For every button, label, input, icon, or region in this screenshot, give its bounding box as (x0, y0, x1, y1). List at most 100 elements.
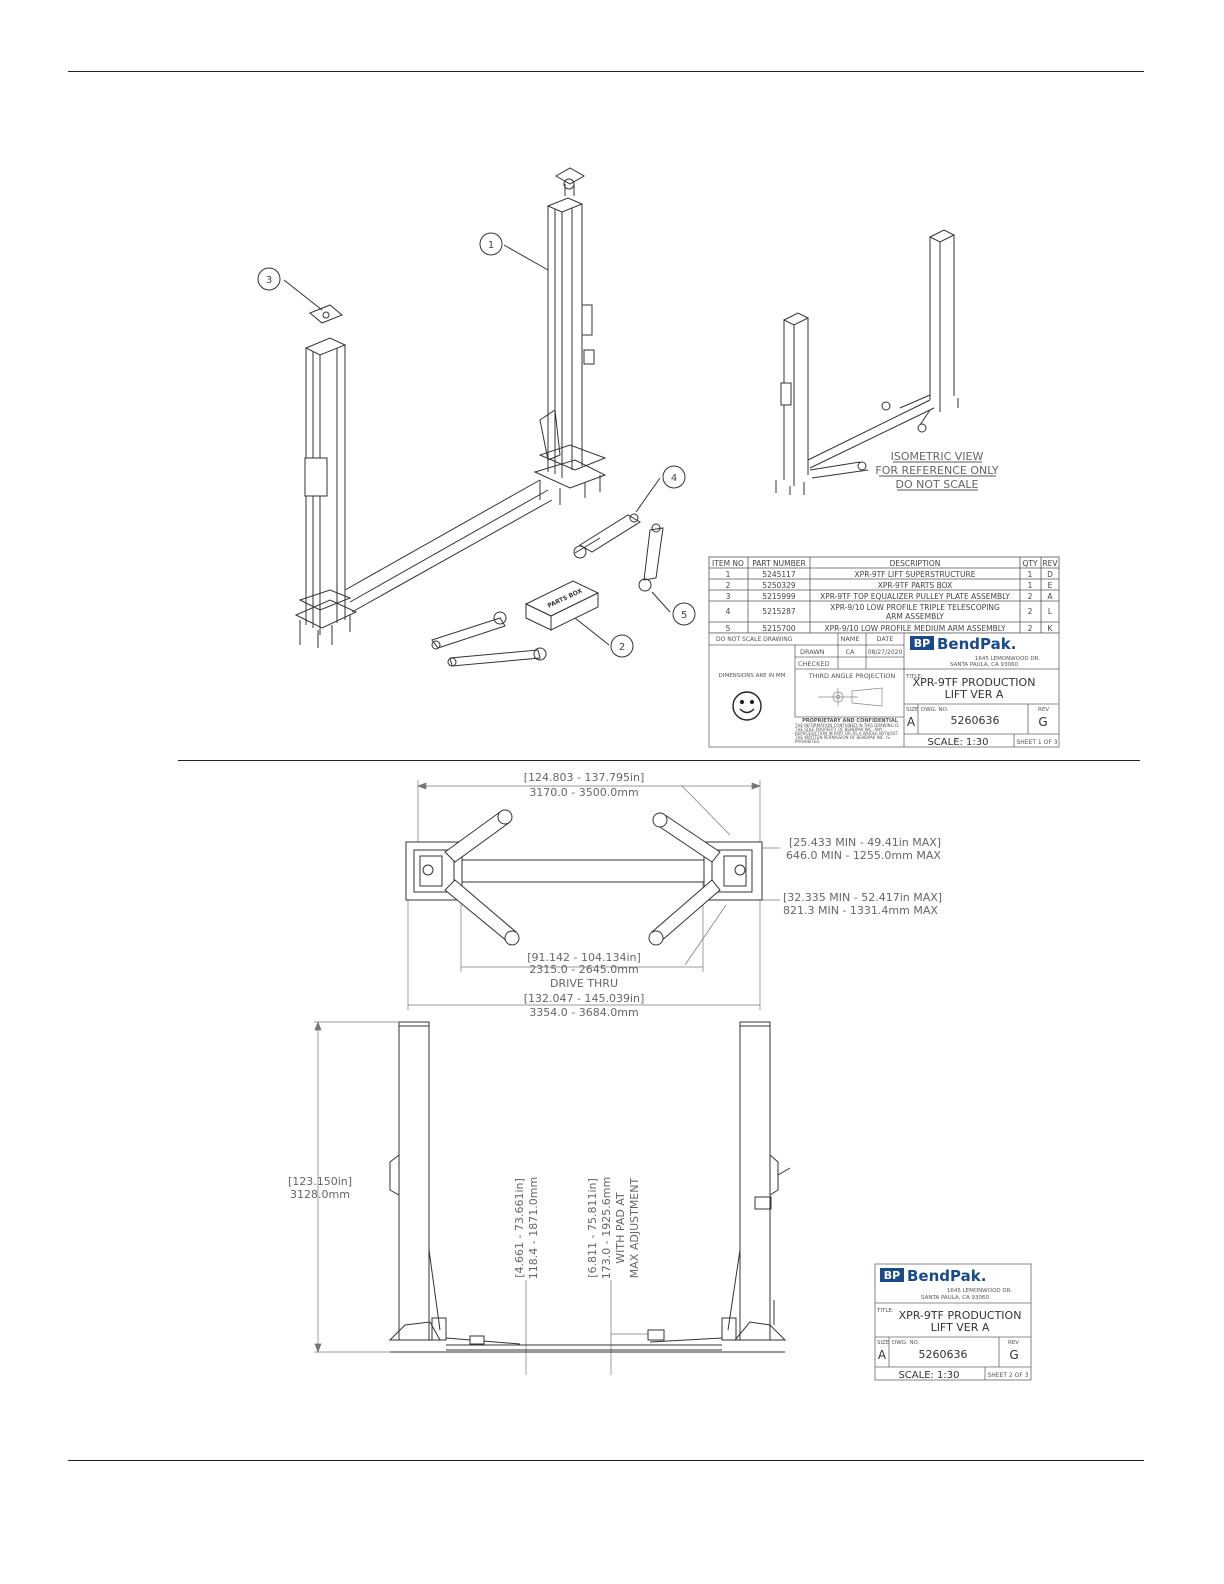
dim-pad-low-in: [4.661 - 73.661in] (513, 1178, 526, 1278)
balloon-1 (479, 232, 503, 256)
scale-value: SCALE: 1:30 (927, 737, 988, 748)
dwg-number-sheet2: 5260636 (919, 1348, 968, 1361)
checked-label: CHECKED (798, 660, 829, 668)
proprietary-line: THE SOLE PROPERTY OF BENDPAK INC. ANY (794, 727, 883, 732)
title-block-sheet2 (874, 1263, 1032, 1381)
balloon-4 (662, 465, 686, 489)
logo-badge-2 (880, 1268, 904, 1282)
proprietary-line: THE INFORMATION CONTAINED IN THIS DRAWIN… (794, 723, 899, 728)
bom-table (708, 556, 1060, 634)
bom-cell: 2 (726, 581, 731, 590)
dwg-label: DWG. NO. (921, 707, 949, 713)
proprietary-head: PROPRIETARY AND CONFIDENTIAL (802, 718, 899, 724)
dim-drive-in: [91.142 - 104.134in] (527, 951, 641, 964)
front-view-right-column (721, 1021, 791, 1341)
arm-assembly-5 (638, 523, 664, 592)
drawn-by: CA (846, 648, 856, 656)
bom-cell: 1 (1028, 570, 1033, 579)
size-label-sheet2: SIZE (877, 1340, 890, 1346)
bom-cell: 4 (726, 607, 731, 616)
title-label-sheet2: TITLE: (876, 1308, 894, 1314)
col-date: DATE (877, 635, 894, 643)
bom-cell: 1 (1028, 581, 1033, 590)
title-line-2-sheet2: LIFT VER A (931, 1321, 990, 1334)
dim-drive-mm: 2315.0 - 2645.0mm (529, 963, 638, 976)
balloon-2-label: 2 (619, 642, 625, 653)
bom-header-part: PART NUMBER (752, 559, 805, 568)
bom-cell: 3 (726, 592, 731, 601)
dim-base-in: [132.047 - 145.039in] (524, 992, 645, 1005)
iso-reference: ISOMETRIC VIEW FOR REFERENCE ONLY DO NOT… (775, 229, 999, 495)
bom-cell: XPR-9TF TOP EQUALIZER PULLEY PLATE ASSEM… (820, 592, 1010, 601)
dim-overall-in: [124.803 - 137.795in] (524, 771, 645, 784)
dim-arm2-mm: 821.3 MIN - 1331.4mm MAX (783, 904, 938, 917)
top-view-arms (444, 809, 721, 946)
title-line-2: LIFT VER A (945, 688, 1004, 701)
scale-value-sheet2: SCALE: 1:30 (898, 1370, 959, 1381)
proprietary-line: REPRODUCTION IN PART OR AS A WHOLE WITHO… (795, 731, 899, 736)
left-post (294, 337, 358, 648)
bom-header-rev: REV (1042, 559, 1058, 568)
top-view: [124.803 - 137.795in] 3170.0 - 3500.0mm … (405, 771, 942, 1019)
address-line-1: 1645 LEMONWOOD DR. (975, 656, 1040, 662)
dim-arm1-mm: 646.0 MIN - 1255.0mm MAX (786, 849, 941, 862)
sheet-number: SHEET 1 OF 3 (1016, 739, 1057, 746)
front-view: [123.150in] 3128.0mm [4.661 - 73.661in] … (288, 1021, 791, 1375)
balloon-3 (257, 267, 281, 291)
balloon-5-label: 5 (681, 610, 687, 621)
balloon-4-label: 4 (671, 473, 677, 484)
right-post (533, 197, 607, 505)
rev-label: REV (1038, 707, 1049, 713)
bom-cell: D (1047, 570, 1053, 579)
dim-height-in: [123.150in] (288, 1175, 352, 1188)
bom-cell: XPR-9/10 LOW PROFILE MEDIUM ARM ASSEMBLY (824, 624, 1006, 633)
arm-assembly-4 (573, 513, 641, 559)
proprietary-line: THE WRITTEN PERMISSION OF BENDPAK INC. I… (794, 735, 890, 740)
leader-5 (651, 591, 671, 613)
iso-note-line-1: ISOMETRIC VIEW (891, 450, 984, 463)
bom-cell: 5250329 (762, 581, 796, 590)
title-line-1: XPR-9TF PRODUCTION (913, 676, 1036, 689)
drawn-label: DRAWN (800, 648, 825, 656)
dim-pad-low-mm: 118.4 - 1871.0mm (527, 1177, 540, 1279)
logo-bp-2: BP (884, 1269, 900, 1282)
col-name: NAME (840, 635, 859, 643)
proprietary-line: PROHIBITED. (795, 739, 821, 744)
rev-value-sheet2: G (1009, 1348, 1018, 1362)
floor-beam (344, 479, 553, 613)
dim-base-mm: 3354.0 - 3684.0mm (529, 1006, 638, 1019)
bom-cell: XPR-9/10 LOW PROFILE TRIPLE TELESCOPING (830, 603, 1000, 612)
balloon-1-label: 1 (488, 240, 494, 251)
dwg-label-sheet2: DWG. NO. (892, 1340, 920, 1346)
top-view-beam (459, 859, 707, 883)
size-value-sheet2: A (878, 1348, 887, 1362)
balloon-5 (672, 602, 696, 626)
top-rule (68, 71, 1144, 72)
bom-cell: L (1048, 607, 1053, 616)
bom-cell: 2 (1028, 624, 1033, 633)
bom-cell: 2 (1028, 592, 1033, 601)
balloon-2 (610, 634, 634, 658)
leader-2 (574, 617, 610, 646)
address-line-2: SANTA PAULA, CA 93060 (950, 662, 1018, 668)
rev-label-sheet2: REV (1008, 1340, 1019, 1346)
dim-overall-mm: 3170.0 - 3500.0mm (529, 786, 638, 799)
parts-box-2: PARTS BOX (524, 580, 600, 631)
rev-value: G (1038, 715, 1047, 729)
bottom-rule (68, 1460, 1144, 1461)
right-carriage (539, 409, 561, 461)
balloon-3-label: 3 (266, 275, 272, 286)
dim-pad-max-in: [6.811 - 75.811in] (586, 1178, 599, 1278)
front-view-floor (390, 1329, 785, 1353)
bom-header-desc: DESCRIPTION (890, 559, 941, 568)
arm-pair-lower (431, 611, 547, 667)
dims-mm-note: DIMENSIONS ARE IN MM (719, 673, 786, 679)
bom-cell: 5215700 (762, 624, 796, 633)
dim-pad-max-mm: 173.0 - 1925.6mm (600, 1177, 613, 1279)
dim-arm2-in: [32.335 MIN - 52.417in MAX] (783, 891, 942, 904)
title-label: TITLE: (905, 674, 923, 680)
dim-drive-label: DRIVE THRU (550, 977, 618, 990)
bom-cell: 5 (726, 624, 731, 633)
logo-text-2: BendPak. (907, 1267, 986, 1285)
leader-1 (503, 244, 549, 271)
